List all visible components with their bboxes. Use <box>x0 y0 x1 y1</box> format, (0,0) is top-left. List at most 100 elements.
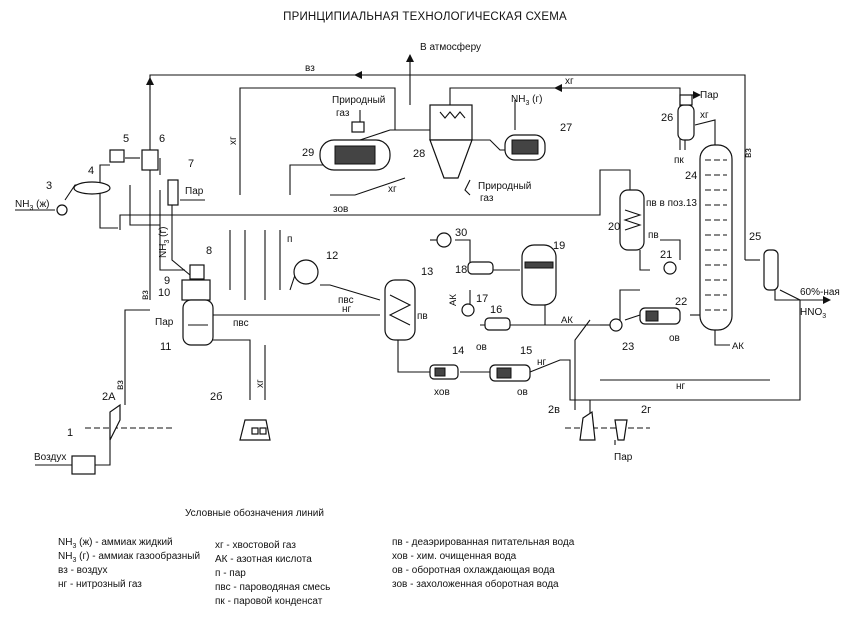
equip-20 <box>619 189 645 251</box>
pos-2v: 2в <box>548 404 560 416</box>
pipelines <box>15 54 831 466</box>
pos-16: 16 <box>490 304 502 316</box>
pos-18: 18 <box>455 264 467 276</box>
legend-item: пв - деаэрированная питательная вода <box>392 537 575 548</box>
equip-4 <box>73 181 111 195</box>
label-par-2g: Пар <box>614 452 633 463</box>
pos-30: 30 <box>455 227 467 239</box>
label-pv-13b: пв <box>417 311 428 322</box>
label-hno3-1: 60%-ная <box>800 287 840 298</box>
legend-item: NH3 (ж) - аммиак жидкий <box>58 537 173 550</box>
legend-item: вз - воздух <box>58 565 108 576</box>
pos-27: 27 <box>560 122 572 134</box>
label-pk: пк <box>674 155 684 166</box>
legend-heading: Условные обозначения линий <box>185 507 324 519</box>
label-ak-17: АК <box>448 294 459 306</box>
pos-22: 22 <box>675 296 687 308</box>
pos-20: 20 <box>608 221 620 233</box>
label-ov-15: ов <box>517 387 528 398</box>
label-par-7: Пар <box>185 186 204 197</box>
label-nat-gas-2: газ <box>336 108 350 119</box>
label-ng-13: нг <box>342 304 352 315</box>
equip-26 <box>677 104 695 141</box>
label-ng-bottom: нг <box>676 381 686 392</box>
label-par-26: Пар <box>700 90 719 101</box>
pos-1: 1 <box>67 427 73 439</box>
label-nh3-vert: NH3 (г) <box>158 227 171 258</box>
equip-28 <box>429 104 473 141</box>
equip-30 <box>436 232 452 248</box>
equip-11 <box>182 299 214 346</box>
equip-17 <box>461 303 475 317</box>
label-nh3-liq: NH3 (ж) <box>15 199 50 212</box>
equip-5 <box>109 149 125 163</box>
pos-7: 7 <box>188 158 194 170</box>
label-vozduh: Воздух <box>34 452 66 463</box>
equip-18 <box>467 261 494 275</box>
pos-26: 26 <box>661 112 673 124</box>
equip-23 <box>609 318 623 332</box>
diagram-title: ПРИНЦИПИАЛЬНАЯ ТЕХНОЛОГИЧЕСКАЯ СХЕМА <box>283 11 567 23</box>
equip-6 <box>141 149 159 171</box>
label-ak-24: АК <box>732 341 744 352</box>
label-hg-2b: хг <box>255 379 266 388</box>
label-hno3-2: HNO3 <box>800 307 826 320</box>
legend-item: хг - хвостовой газ <box>215 540 296 551</box>
label-vz-top: вз <box>305 63 315 74</box>
label-nat-gas-3: Природный <box>478 181 531 192</box>
label-vz-2a: вз <box>115 380 126 390</box>
label-p: п <box>287 234 292 245</box>
equip-10 <box>181 279 211 301</box>
pos-25: 25 <box>749 231 761 243</box>
label-atmosphere: В атмосферу <box>420 41 481 53</box>
position-numbers: 1 2А 2б 2в 2г 3 4 5 6 7 8 9 10 11 12 13 … <box>46 112 761 439</box>
label-hg-26: хг <box>700 110 709 121</box>
pos-21: 21 <box>660 249 672 261</box>
pos-5: 5 <box>123 133 129 145</box>
pos-2b: 2б <box>210 391 222 403</box>
label-vz-right: вз <box>743 148 754 158</box>
pos-29: 29 <box>302 147 314 159</box>
pos-11: 11 <box>160 341 171 353</box>
label-hov-14: хов <box>434 387 450 398</box>
equip-2g <box>614 419 628 441</box>
pos-23: 23 <box>622 341 634 353</box>
equip-21 <box>663 261 677 275</box>
pos-9: 9 <box>164 275 170 287</box>
equip-8 <box>189 264 205 280</box>
pos-24: 24 <box>685 170 697 182</box>
label-zov: зов <box>333 204 348 215</box>
equip-2v <box>579 410 596 441</box>
equip-2a <box>109 403 121 441</box>
legend-item: нг - нитрозный газ <box>58 579 142 590</box>
label-pv-21: пв <box>648 230 659 241</box>
legend-item: зов - захоложенная оборотная вода <box>392 578 559 590</box>
equip-12 <box>293 259 319 285</box>
label-pvs-12: пвс <box>338 295 354 306</box>
label-nat-gas-4: газ <box>480 193 494 204</box>
label-ak-22: АК <box>561 315 573 326</box>
pos-14: 14 <box>452 345 464 357</box>
pos-2g: 2г <box>641 404 651 416</box>
pos-15: 15 <box>520 345 532 357</box>
pos-6: 6 <box>159 133 165 145</box>
legend: Условные обозначения линий NH3 (ж) - амм… <box>58 507 575 607</box>
pos-4: 4 <box>88 165 94 177</box>
equip-16 <box>484 317 511 331</box>
label-par-11: Пар <box>155 317 174 328</box>
label-ov-22: ов <box>669 333 680 344</box>
pos-17: 17 <box>476 293 488 305</box>
label-hg-29: хг <box>388 184 397 195</box>
label-ng-15: нг <box>537 357 547 368</box>
pos-13: 13 <box>421 266 433 278</box>
label-ov-16: ов <box>476 342 487 353</box>
pos-19: 19 <box>553 240 565 252</box>
label-pv-13: пв в поз.13 <box>646 198 697 209</box>
pos-8: 8 <box>206 245 212 257</box>
equip-3 <box>56 204 68 216</box>
pos-3: 3 <box>46 180 52 192</box>
equip-1 <box>71 455 96 475</box>
equip-19 <box>521 244 557 306</box>
label-hg-vert: хг <box>228 136 239 145</box>
